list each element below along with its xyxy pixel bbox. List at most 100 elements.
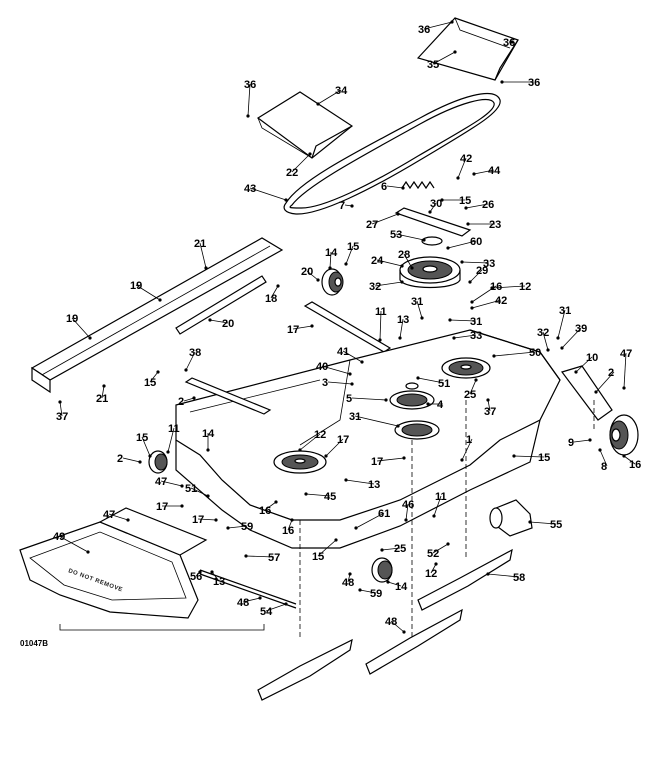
fastener-point xyxy=(396,212,400,216)
fastener-point xyxy=(344,262,348,266)
fastener-point xyxy=(354,526,358,530)
fastener-point xyxy=(226,526,230,530)
belt-guard-left xyxy=(256,91,354,159)
part-callout: 26 xyxy=(482,199,494,211)
anti-scalp-roller xyxy=(489,499,533,537)
fastener-point xyxy=(184,368,188,372)
fastener-point xyxy=(401,186,405,190)
fastener-point xyxy=(316,278,320,282)
deck-baffle xyxy=(30,237,284,394)
fastener-point xyxy=(422,238,426,242)
fastener-point xyxy=(466,222,470,226)
fastener-point xyxy=(410,266,414,270)
belt-guard-right xyxy=(416,17,519,81)
fastener-point xyxy=(126,518,130,522)
leader-line xyxy=(160,480,183,487)
fastener-point xyxy=(472,172,476,176)
leader-line xyxy=(573,439,591,443)
idler-rod-upper xyxy=(303,301,392,353)
fastener-point xyxy=(384,398,388,402)
fastener-point xyxy=(246,114,250,118)
leader-line xyxy=(461,261,490,264)
leader-line xyxy=(513,455,545,458)
fastener-point xyxy=(192,396,196,400)
part-callout: 27 xyxy=(366,219,378,231)
leader-line xyxy=(199,242,207,269)
leader-line xyxy=(432,51,456,65)
part-callout: 52 xyxy=(427,548,439,560)
leader-line xyxy=(449,319,477,322)
part-callout: 45 xyxy=(324,491,336,503)
leader-line xyxy=(471,299,502,309)
fastener-point xyxy=(452,336,456,340)
part-callout: 21 xyxy=(194,238,206,250)
fastener-point xyxy=(416,376,420,380)
part-callout: 8 xyxy=(601,461,607,473)
fastener-point xyxy=(378,338,382,342)
fastener-point xyxy=(258,596,262,600)
leader-line xyxy=(249,187,287,201)
fastener-point xyxy=(560,346,564,350)
part-callout: 40 xyxy=(316,361,328,373)
leader-line xyxy=(351,397,387,401)
leader-line xyxy=(325,438,344,457)
fastener-point xyxy=(206,494,210,498)
fastener-point xyxy=(344,478,348,482)
fastener-point xyxy=(102,384,106,388)
fastener-point xyxy=(492,354,496,358)
part-callout: 31 xyxy=(349,411,361,423)
leader-line xyxy=(321,365,351,375)
part-callout: 33 xyxy=(483,258,495,270)
fastener-point xyxy=(420,316,424,320)
leader-line xyxy=(342,350,363,363)
fastener-point xyxy=(284,198,288,202)
leader-line xyxy=(190,487,209,497)
fastener-point xyxy=(470,306,474,310)
fastener-point xyxy=(426,402,430,406)
part-callout: 17 xyxy=(192,514,204,526)
fastener-point xyxy=(166,450,170,454)
fastener-point xyxy=(404,518,408,522)
part-callout: 39 xyxy=(575,323,587,335)
chute-rod xyxy=(199,569,297,609)
part-callout: 53 xyxy=(390,229,402,241)
fastener-point xyxy=(432,514,436,518)
leader-line xyxy=(575,356,593,373)
leader-line xyxy=(430,563,437,574)
leader-line xyxy=(403,253,413,269)
leader-line xyxy=(305,493,331,497)
part-callout: 13 xyxy=(397,314,409,326)
fastener-point xyxy=(350,382,354,386)
leader-line xyxy=(141,436,151,457)
leader-line xyxy=(135,284,161,301)
leader-line xyxy=(416,300,423,319)
leader-line xyxy=(386,185,404,189)
fastener-point xyxy=(464,206,468,210)
part-callout: 51 xyxy=(185,483,197,495)
leader-line xyxy=(595,371,615,393)
idler-pulley-upper xyxy=(321,268,344,296)
fastener-point xyxy=(350,204,354,208)
leader-line xyxy=(469,269,483,283)
part-callout: 15 xyxy=(144,377,156,389)
fastener-point xyxy=(324,454,328,458)
fastener-point xyxy=(402,630,406,634)
part-callout: 24 xyxy=(371,255,384,267)
leader-line xyxy=(493,351,536,357)
leader-line xyxy=(561,327,582,349)
leader-line xyxy=(473,169,495,175)
part-callout: 16 xyxy=(490,281,502,293)
part-callout: 20 xyxy=(301,266,313,278)
part-callout: 11 xyxy=(168,423,180,435)
part-callout: 15 xyxy=(312,551,324,563)
leader-line xyxy=(379,310,382,341)
fastener-point xyxy=(486,572,490,576)
fastener-point xyxy=(594,390,598,394)
part-callout: 61 xyxy=(378,508,390,520)
part-callout: 13 xyxy=(213,576,225,588)
part-callout: 7 xyxy=(339,200,345,212)
part-callout: 11 xyxy=(375,306,387,318)
leader-line xyxy=(487,399,491,412)
fastener-point xyxy=(400,264,404,268)
fastener-point xyxy=(204,266,208,270)
